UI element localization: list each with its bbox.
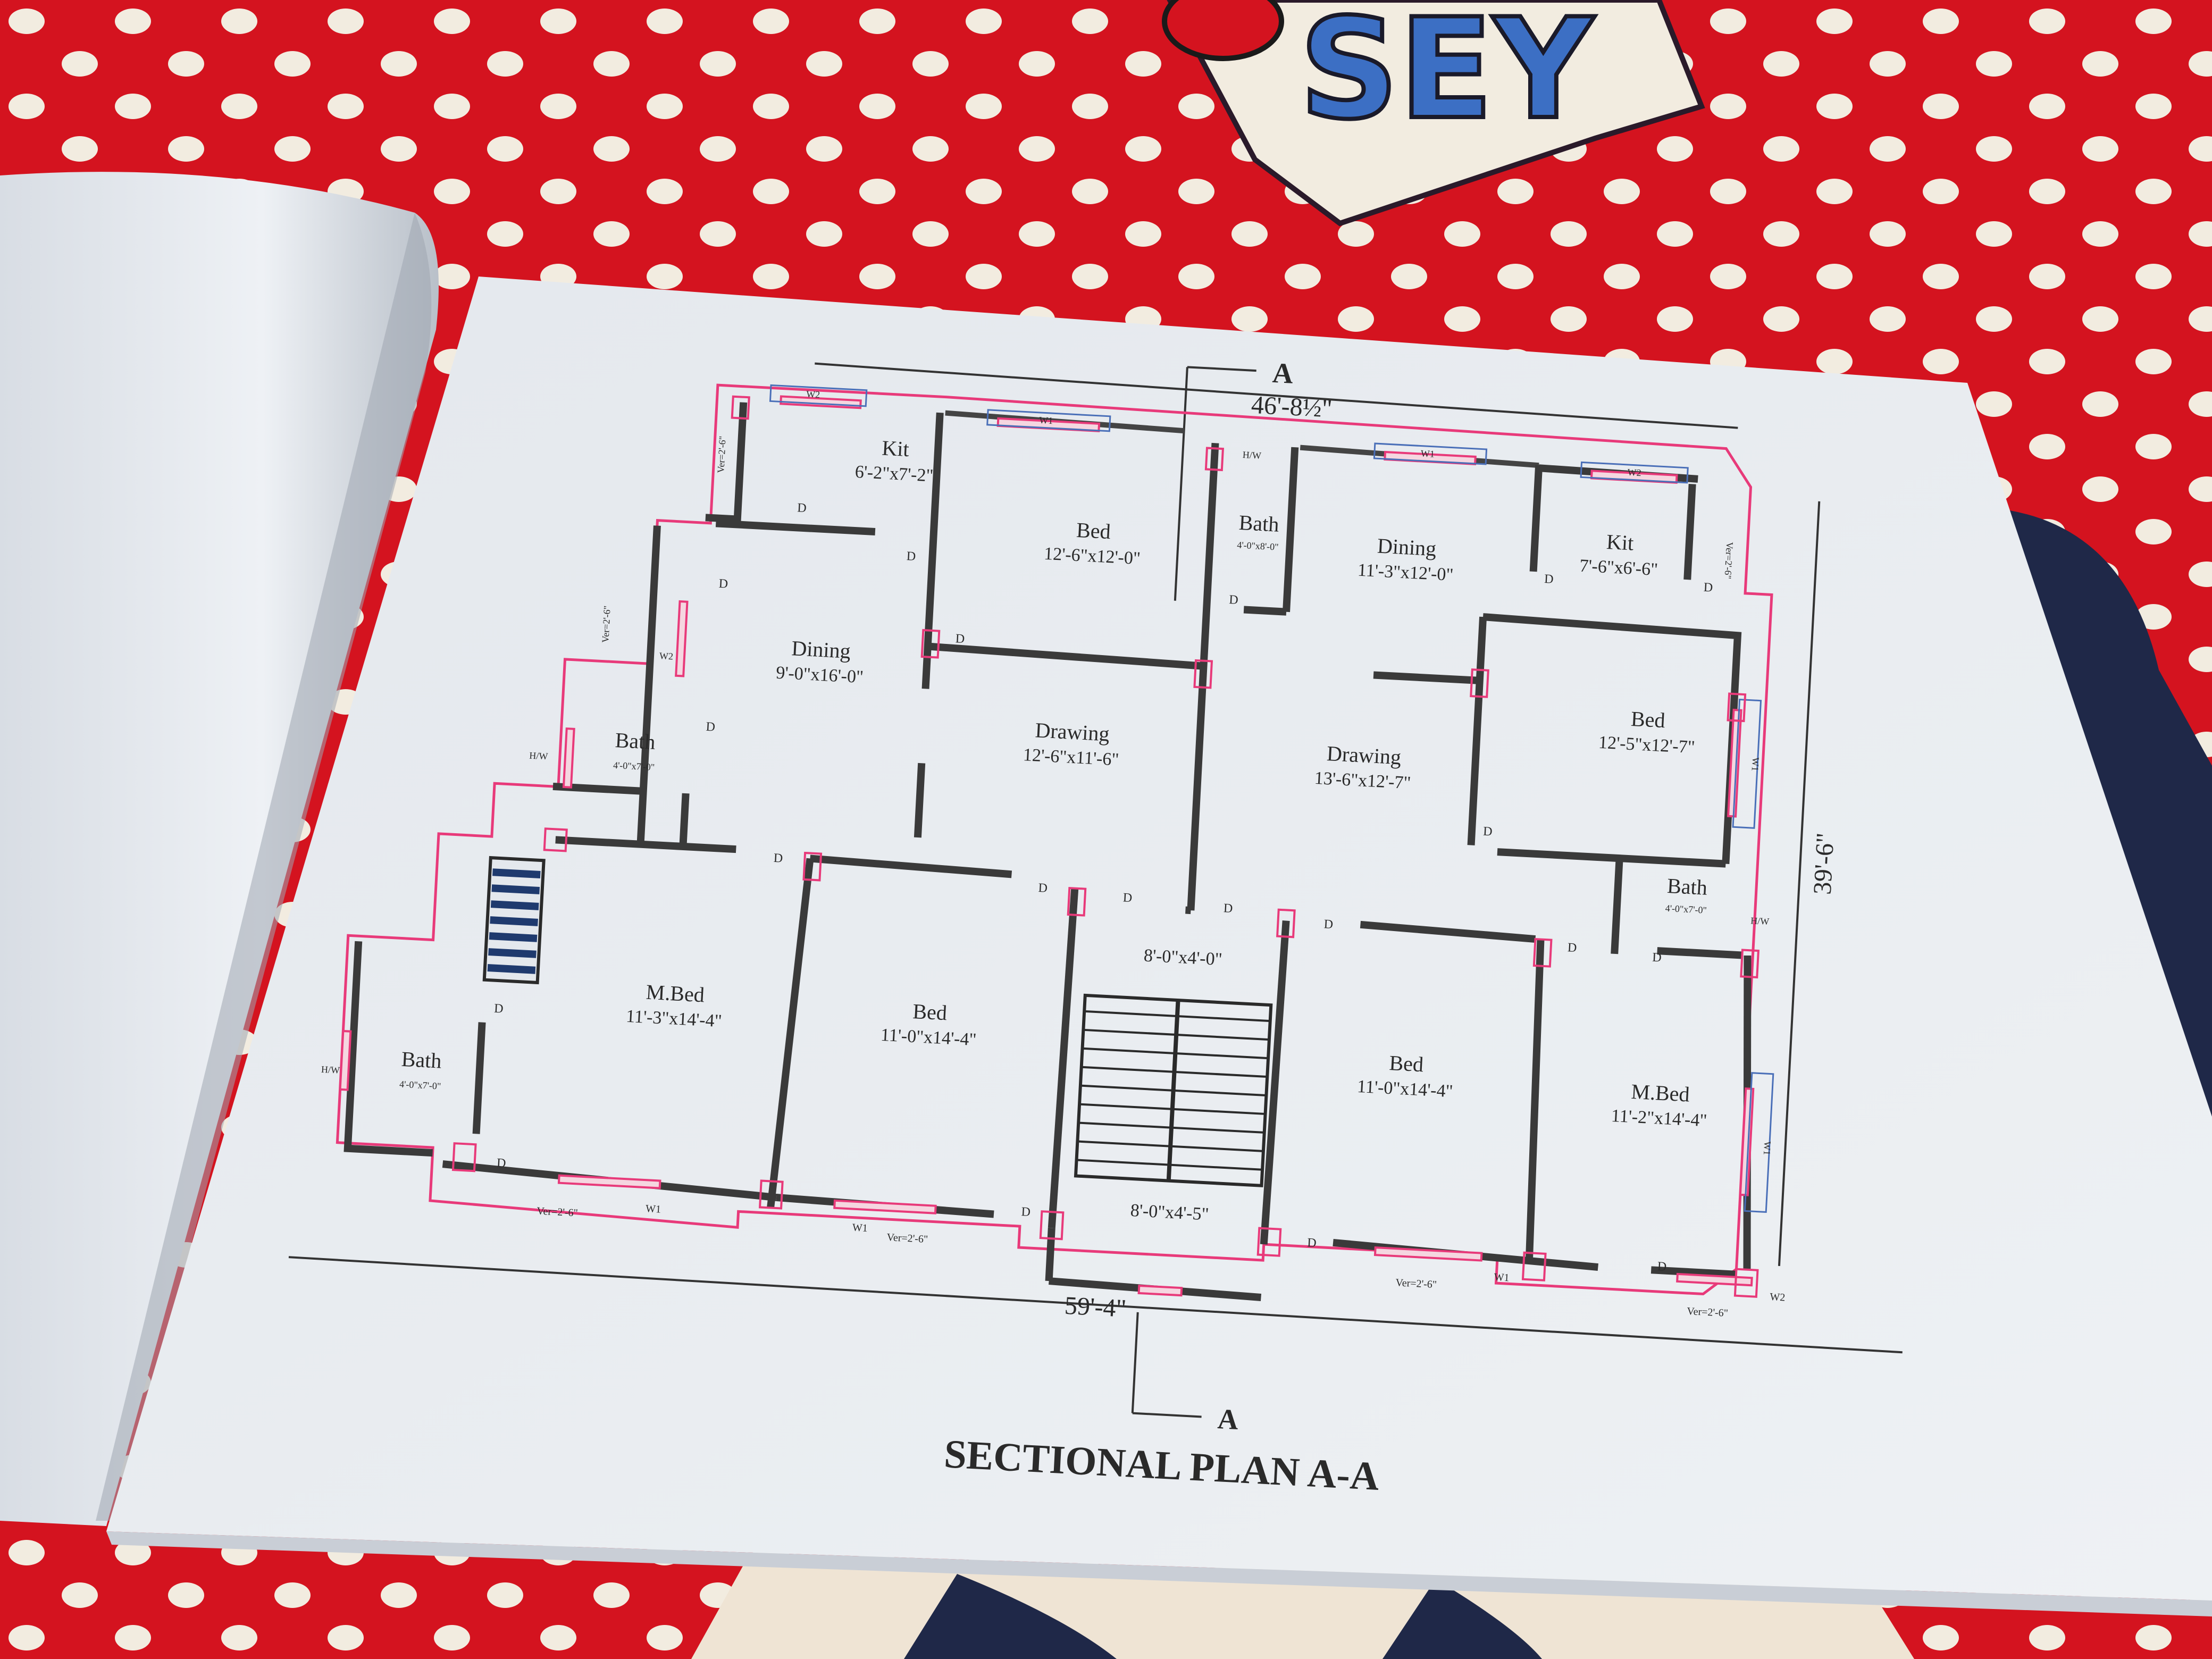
section-mark-top: A bbox=[1271, 357, 1294, 390]
room-bath-top-size: 4'-0"x8'-0" bbox=[1237, 540, 1279, 552]
svg-text:D: D bbox=[1223, 901, 1233, 916]
svg-text:W1: W1 bbox=[1039, 415, 1053, 426]
svg-text:D: D bbox=[1483, 825, 1493, 839]
svg-text:W1: W1 bbox=[1762, 1141, 1773, 1155]
room-drawing-right-name: Drawing bbox=[1326, 741, 1402, 769]
floor-plan: A A 46'-8½" 59'-4" 39'-6" bbox=[288, 357, 1903, 1499]
door-labels: D D D D D D D D D D D D D D D D D D D D … bbox=[494, 501, 1713, 1274]
columns bbox=[451, 395, 1760, 1298]
svg-text:W2: W2 bbox=[1627, 467, 1641, 478]
svg-text:D: D bbox=[1323, 917, 1334, 932]
svg-text:H/W: H/W bbox=[1750, 915, 1770, 927]
svg-text:Ver=2'-6": Ver=2'-6" bbox=[1687, 1305, 1729, 1319]
window-label-w2-left: W2 bbox=[659, 650, 674, 661]
svg-text:D: D bbox=[1703, 581, 1713, 595]
svg-text:D: D bbox=[1021, 1205, 1031, 1219]
dimension-bottom: 59'-4" bbox=[1064, 1292, 1127, 1323]
section-mark-bottom: A bbox=[1217, 1403, 1239, 1436]
room-bath-top-name: Bath bbox=[1238, 510, 1280, 537]
room-bed-lower-left-name: Bed bbox=[912, 999, 948, 1025]
svg-text:H/W: H/W bbox=[321, 1064, 340, 1076]
room-bed-lower-right-name: Bed bbox=[1389, 1051, 1425, 1076]
stair-landing-top: 8'-0"x4'-0" bbox=[1143, 946, 1222, 970]
window-label-w1-b: W1 bbox=[852, 1222, 868, 1234]
dimension-right: 39'-6" bbox=[1808, 832, 1840, 895]
plan-outline bbox=[336, 383, 1773, 1296]
room-kit-left-size: 6'-2"x7'-2" bbox=[854, 462, 934, 486]
svg-text:D: D bbox=[906, 549, 916, 564]
svg-text:D: D bbox=[1657, 1260, 1667, 1274]
room-mbed-left-name: M.Bed bbox=[646, 980, 705, 1007]
svg-text:D: D bbox=[1229, 593, 1239, 607]
svg-text:W2: W2 bbox=[806, 389, 820, 400]
room-dining-left-name: Dining bbox=[791, 636, 851, 663]
svg-text:W1: W1 bbox=[1750, 757, 1761, 772]
stair-landing-bottom: 8'-0"x4'-5" bbox=[1130, 1201, 1209, 1225]
svg-text:D: D bbox=[706, 720, 716, 734]
svg-text:D: D bbox=[1038, 881, 1048, 895]
svg-text:D: D bbox=[1122, 891, 1133, 905]
room-dining-left-size: 9'-0"x16'-0" bbox=[775, 663, 864, 688]
book-left-page bbox=[0, 172, 439, 1527]
svg-text:Ver=2'-6": Ver=2'-6" bbox=[1722, 542, 1735, 580]
svg-text:Ver=2'-6": Ver=2'-6" bbox=[600, 605, 613, 643]
window-label-w2-d: W2 bbox=[1770, 1291, 1786, 1303]
room-kit-right-size: 7'-6"x6'-6" bbox=[1579, 556, 1658, 580]
windows: W2 W1 W1 W2 W1 W1 W2 W1 bbox=[339, 384, 1786, 1304]
room-bed-top-name: Bed bbox=[1076, 518, 1111, 543]
room-bath-right-size: 4'-0"x7'-0" bbox=[1665, 903, 1707, 916]
svg-text:Ver=2'-6": Ver=2'-6" bbox=[715, 435, 728, 473]
svg-text:D: D bbox=[773, 851, 783, 866]
svg-text:Ver=2'-6": Ver=2'-6" bbox=[1395, 1277, 1437, 1291]
svg-text:H/W: H/W bbox=[529, 750, 548, 762]
bedsheet-cartoon-print: SEY bbox=[1162, 0, 1705, 227]
svg-text:D: D bbox=[494, 1002, 504, 1016]
svg-text:Ver=2'-6": Ver=2'-6" bbox=[886, 1231, 928, 1245]
room-bath-mid-left-size: 4'-0"x7'-0" bbox=[613, 760, 655, 773]
room-bath-right-name: Bath bbox=[1666, 874, 1708, 900]
room-bath-mid-left-name: Bath bbox=[615, 728, 656, 754]
svg-text:H/W: H/W bbox=[1242, 449, 1261, 461]
room-bath-left-size: 4'-0"x7'-0" bbox=[399, 1079, 441, 1092]
svg-text:D: D bbox=[1307, 1236, 1317, 1250]
annotations: Ver=2'-6" Ver=2'-6" Ver=2'-6" H/W H/W H/… bbox=[321, 435, 1770, 1319]
room-bed-right-name: Bed bbox=[1630, 707, 1666, 732]
svg-text:D: D bbox=[496, 1156, 506, 1170]
svg-text:D: D bbox=[1652, 951, 1662, 965]
svg-text:D: D bbox=[955, 632, 965, 646]
svg-text:D: D bbox=[718, 577, 728, 591]
svg-text:W1: W1 bbox=[1420, 448, 1435, 459]
side-stair bbox=[482, 856, 546, 985]
svg-text:Ver=2'-6": Ver=2'-6" bbox=[537, 1205, 579, 1219]
window-label-w1-c: W1 bbox=[1494, 1271, 1510, 1284]
room-bath-left-name: Bath bbox=[401, 1047, 442, 1073]
svg-text:D: D bbox=[797, 501, 807, 515]
svg-text:D: D bbox=[1567, 941, 1577, 955]
room-dining-right-name: Dining bbox=[1377, 534, 1437, 561]
room-kit-left-name: Kit bbox=[881, 436, 909, 462]
main-stair bbox=[1074, 993, 1273, 1187]
room-kit-right-name: Kit bbox=[1606, 530, 1634, 555]
room-mbed-right-name: M.Bed bbox=[1631, 1079, 1690, 1107]
svg-text:D: D bbox=[1544, 572, 1554, 586]
room-drawing-left-name: Drawing bbox=[1035, 718, 1110, 745]
bedsheet-letters: SEY bbox=[1299, 0, 1595, 150]
window-label-w1-a: W1 bbox=[646, 1203, 661, 1215]
